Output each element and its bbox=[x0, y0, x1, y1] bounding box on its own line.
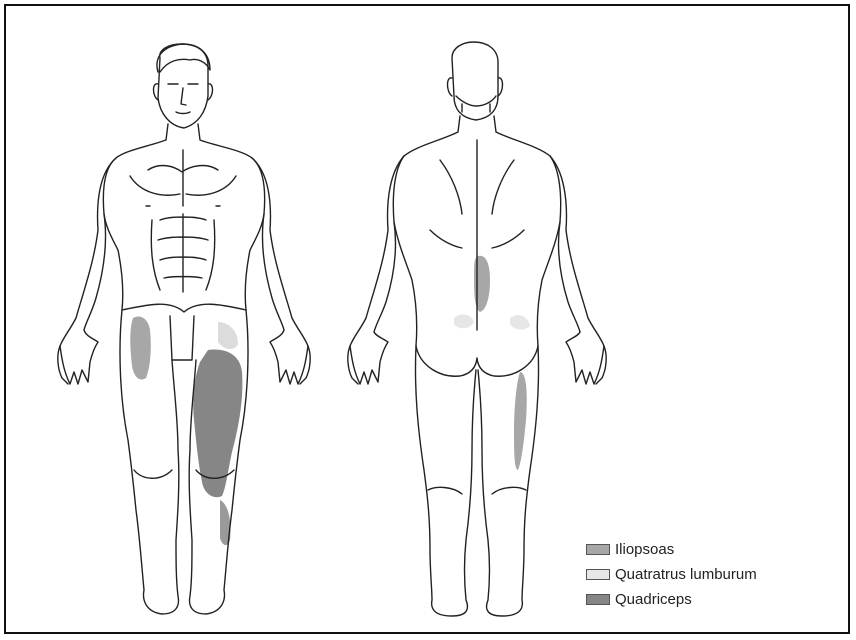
back-calves bbox=[428, 487, 526, 494]
front-right-arm bbox=[58, 158, 116, 384]
quadratus-region-front-left-hip bbox=[218, 322, 238, 349]
legend-item-quadriceps: Quadriceps bbox=[586, 587, 757, 612]
back-left-hand bbox=[566, 332, 604, 384]
front-right-hand bbox=[60, 330, 98, 384]
front-neck bbox=[116, 124, 252, 158]
front-torso-outline bbox=[103, 158, 264, 310]
front-left-hand bbox=[270, 330, 308, 384]
back-shaded-regions bbox=[454, 256, 530, 470]
back-left-arm bbox=[550, 156, 606, 384]
back-right-arm bbox=[348, 156, 404, 384]
front-shaded-regions bbox=[130, 317, 242, 546]
legend-swatch-quadratus-lumborum bbox=[586, 569, 610, 580]
front-view-figure bbox=[58, 44, 310, 614]
back-spine-and-scapulae bbox=[430, 140, 524, 330]
legend-label: Iliopsoas bbox=[615, 541, 674, 558]
front-face bbox=[168, 84, 198, 114]
quadratus-region-back-hip-left bbox=[454, 315, 474, 329]
legend-swatch-quadriceps bbox=[586, 594, 610, 605]
front-left-arm bbox=[252, 158, 310, 384]
back-hair bbox=[456, 96, 496, 112]
front-head-outline bbox=[158, 44, 208, 128]
legend-swatch-iliopsoas bbox=[586, 544, 610, 555]
back-view-figure bbox=[348, 42, 606, 616]
back-head-outline bbox=[452, 42, 498, 120]
iliopsoas-region-back-thigh bbox=[514, 372, 527, 470]
legend-item-quadratus-lumborum: Quatratrus lumburum bbox=[586, 562, 757, 587]
back-left-leg bbox=[478, 346, 539, 616]
iliopsoas-region-front-right-thigh bbox=[130, 317, 151, 380]
back-ears bbox=[448, 78, 503, 96]
legend-label: Quatratrus lumburum bbox=[615, 566, 757, 583]
legend-item-iliopsoas: Iliopsoas bbox=[586, 537, 757, 562]
back-right-hand bbox=[350, 332, 388, 384]
legend: Iliopsoas Quatratrus lumburum Quadriceps bbox=[586, 537, 757, 612]
back-right-leg bbox=[415, 346, 476, 616]
legend-label: Quadriceps bbox=[615, 591, 692, 608]
quadratus-region-back-hip-right bbox=[510, 315, 530, 329]
front-chest bbox=[130, 150, 236, 206]
back-buttocks bbox=[416, 346, 538, 376]
front-abdominals bbox=[151, 214, 214, 292]
